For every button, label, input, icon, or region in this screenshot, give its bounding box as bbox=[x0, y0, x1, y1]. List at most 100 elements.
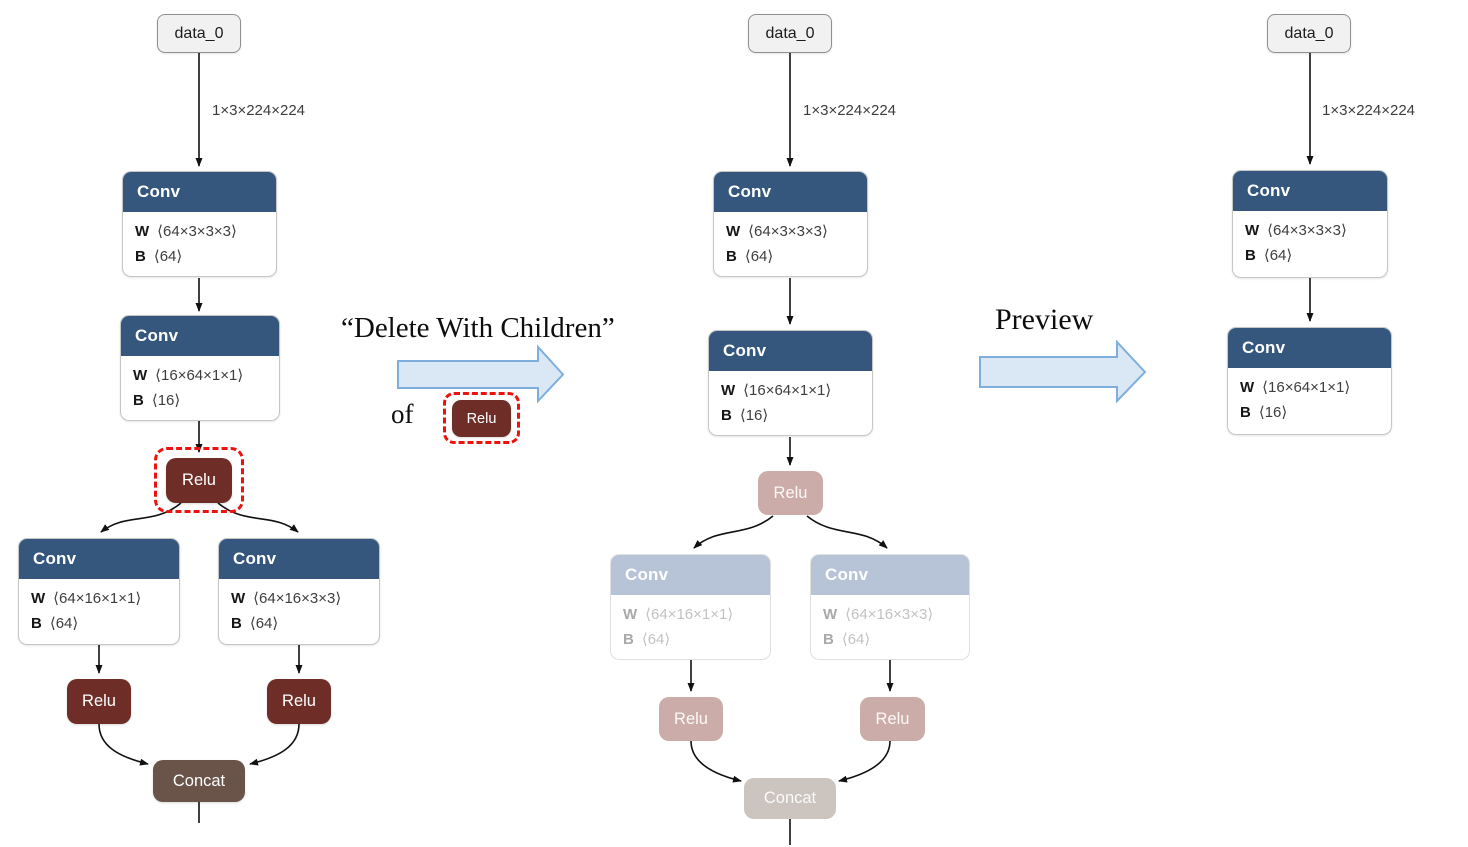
mid-node-conv3-title: Conv bbox=[611, 555, 770, 595]
mid-node-conv2: Conv W⟨16×64×1×1⟩ B⟨16⟩ bbox=[708, 330, 873, 436]
mid-node-conv2-params: W ⟨16×64×1×1⟩ B ⟨16⟩ bbox=[709, 371, 872, 434]
param-key: B bbox=[1245, 247, 1256, 264]
edge-left-relu2-concat bbox=[249, 723, 300, 766]
right-node-data0: data_0 bbox=[1267, 14, 1351, 53]
param-value: ⟨64⟩ bbox=[641, 631, 671, 648]
param-value: ⟨64×3×3×3⟩ bbox=[157, 223, 237, 240]
right-node-data0-label: data_0 bbox=[1284, 24, 1334, 42]
selected-node-highlight-outline bbox=[154, 447, 244, 513]
right-node-conv1-title: Conv bbox=[1233, 171, 1387, 211]
mid-node-relu3-deleted: Relu bbox=[860, 697, 925, 741]
param-value: ⟨64⟩ bbox=[49, 615, 79, 632]
param-key: W bbox=[726, 223, 741, 240]
param-row: W⟨16×64×1×1⟩ bbox=[133, 363, 267, 388]
mid-node-concat-deleted: Concat bbox=[744, 778, 836, 819]
param-key: B bbox=[135, 248, 146, 265]
of-caption: of bbox=[391, 399, 414, 429]
param-value: ⟨16×64×1×1⟩ bbox=[1262, 379, 1351, 396]
edge-left-relu-concat bbox=[98, 723, 149, 766]
mid-node-relu3-label: Relu bbox=[875, 709, 910, 728]
param-key: B bbox=[133, 392, 144, 409]
mid-node-relu-deleted: Relu bbox=[758, 471, 823, 515]
preview-caption: Preview bbox=[995, 303, 1094, 336]
left-node-data0: data_0 bbox=[157, 14, 241, 53]
left-node-conv2-title: Conv bbox=[121, 316, 279, 356]
mid-edge-shape-label: 1×3×224×224 bbox=[803, 102, 897, 119]
right-node-conv1: Conv W⟨64×3×3×3⟩ B⟨64⟩ bbox=[1232, 170, 1388, 278]
edge-left-relu-conv3 bbox=[100, 502, 182, 533]
edge-left-relu-conv4 bbox=[217, 502, 299, 533]
target-relu-chip: Relu bbox=[452, 400, 511, 437]
param-value: ⟨64⟩ bbox=[249, 615, 279, 632]
param-value: ⟨64×3×3×3⟩ bbox=[748, 223, 828, 240]
param-key: W bbox=[135, 223, 150, 240]
edge-mid-relu2-concat bbox=[838, 740, 891, 783]
param-key: W bbox=[231, 590, 246, 607]
mid-node-conv4-deleted: Conv W⟨64×16×3×3⟩ B⟨64⟩ bbox=[810, 554, 970, 660]
param-key: W bbox=[823, 606, 838, 623]
param-row: W ⟨64×16×1×1⟩ bbox=[623, 602, 758, 627]
mid-node-relu2-deleted: Relu bbox=[659, 697, 723, 741]
right-node-conv2: Conv W⟨16×64×1×1⟩ B⟨16⟩ bbox=[1227, 327, 1392, 435]
left-node-conv3-params: W⟨64×16×1×1⟩ B ⟨64⟩ bbox=[19, 579, 179, 642]
left-edge-shape-label: 1×3×224×224 bbox=[212, 102, 306, 119]
param-value: ⟨64⟩ bbox=[153, 248, 183, 265]
left-node-relu3: Relu bbox=[267, 679, 331, 724]
param-value: ⟨64×16×1×1⟩ bbox=[645, 606, 734, 623]
left-node-conv4-title: Conv bbox=[219, 539, 379, 579]
target-chip-highlight-outline bbox=[443, 392, 520, 444]
param-row: B ⟨64⟩ bbox=[231, 611, 367, 636]
param-value: ⟨64⟩ bbox=[744, 248, 774, 265]
left-node-conv2: Conv W⟨16×64×1×1⟩ B ⟨16⟩ bbox=[120, 315, 280, 421]
left-node-relu-selected: Relu bbox=[166, 458, 232, 503]
mid-node-concat-label: Concat bbox=[763, 789, 817, 807]
param-key: W bbox=[1240, 379, 1255, 396]
mid-node-relu-label: Relu bbox=[773, 483, 808, 502]
param-value: ⟨64×3×3×3⟩ bbox=[1267, 222, 1347, 239]
param-row: W ⟨64×3×3×3⟩ bbox=[726, 219, 855, 244]
mid-node-data0-label: data_0 bbox=[765, 24, 815, 42]
param-value: ⟨16×64×1×1⟩ bbox=[743, 382, 832, 399]
mid-node-conv4-params: W⟨64×16×3×3⟩ B⟨64⟩ bbox=[811, 595, 969, 658]
param-value: ⟨16⟩ bbox=[739, 407, 769, 424]
left-node-relu2: Relu bbox=[67, 679, 131, 724]
left-node-conv3: Conv W⟨64×16×1×1⟩ B ⟨64⟩ bbox=[18, 538, 180, 645]
param-row: B ⟨64⟩ bbox=[623, 627, 758, 652]
param-row: W⟨64×16×3×3⟩ bbox=[231, 586, 367, 611]
param-row: B ⟨16⟩ bbox=[133, 388, 267, 413]
param-key: W bbox=[623, 606, 638, 623]
left-node-concat: Concat bbox=[153, 760, 245, 802]
left-node-relu-label: Relu bbox=[182, 471, 216, 489]
param-key: B bbox=[721, 407, 732, 424]
left-node-conv4: Conv W⟨64×16×3×3⟩ B ⟨64⟩ bbox=[218, 538, 380, 645]
param-key: B bbox=[726, 248, 737, 265]
param-key: W bbox=[31, 590, 46, 607]
left-node-conv1-title: Conv bbox=[123, 172, 276, 212]
param-row: B⟨64⟩ bbox=[1245, 243, 1375, 268]
mid-node-conv1: Conv W⟨64×3×3×3⟩ B⟨64⟩ bbox=[713, 171, 868, 277]
param-row: W⟨64×3×3×3⟩ bbox=[1245, 218, 1375, 243]
param-row: W⟨64×16×1×1⟩ bbox=[31, 586, 167, 611]
mid-node-data0: data_0 bbox=[748, 14, 832, 53]
left-node-data0-label: data_0 bbox=[174, 24, 224, 42]
param-value: ⟨16⟩ bbox=[151, 392, 181, 409]
left-node-conv2-params: W⟨16×64×1×1⟩ B ⟨16⟩ bbox=[121, 356, 279, 419]
param-row: B ⟨16⟩ bbox=[721, 403, 860, 428]
param-key: B bbox=[623, 631, 634, 648]
param-row: W ⟨16×64×1×1⟩ bbox=[721, 378, 860, 403]
param-row: B⟨16⟩ bbox=[1240, 400, 1379, 425]
left-node-conv1-params: W ⟨64×3×3×3⟩ B ⟨64⟩ bbox=[123, 212, 276, 275]
edge-mid-relu-conv3 bbox=[693, 515, 774, 549]
param-row: B ⟨64⟩ bbox=[726, 244, 855, 269]
right-edge-shape-label: 1×3×224×224 bbox=[1322, 102, 1416, 119]
left-node-relu3-label: Relu bbox=[282, 692, 316, 710]
mid-node-conv1-params: W ⟨64×3×3×3⟩ B ⟨64⟩ bbox=[714, 212, 867, 275]
param-key: B bbox=[231, 615, 242, 632]
preview-arrow-icon bbox=[979, 339, 1147, 404]
left-node-conv3-title: Conv bbox=[19, 539, 179, 579]
param-key: B bbox=[31, 615, 42, 632]
param-key: W bbox=[721, 382, 736, 399]
param-row: B ⟨64⟩ bbox=[31, 611, 167, 636]
